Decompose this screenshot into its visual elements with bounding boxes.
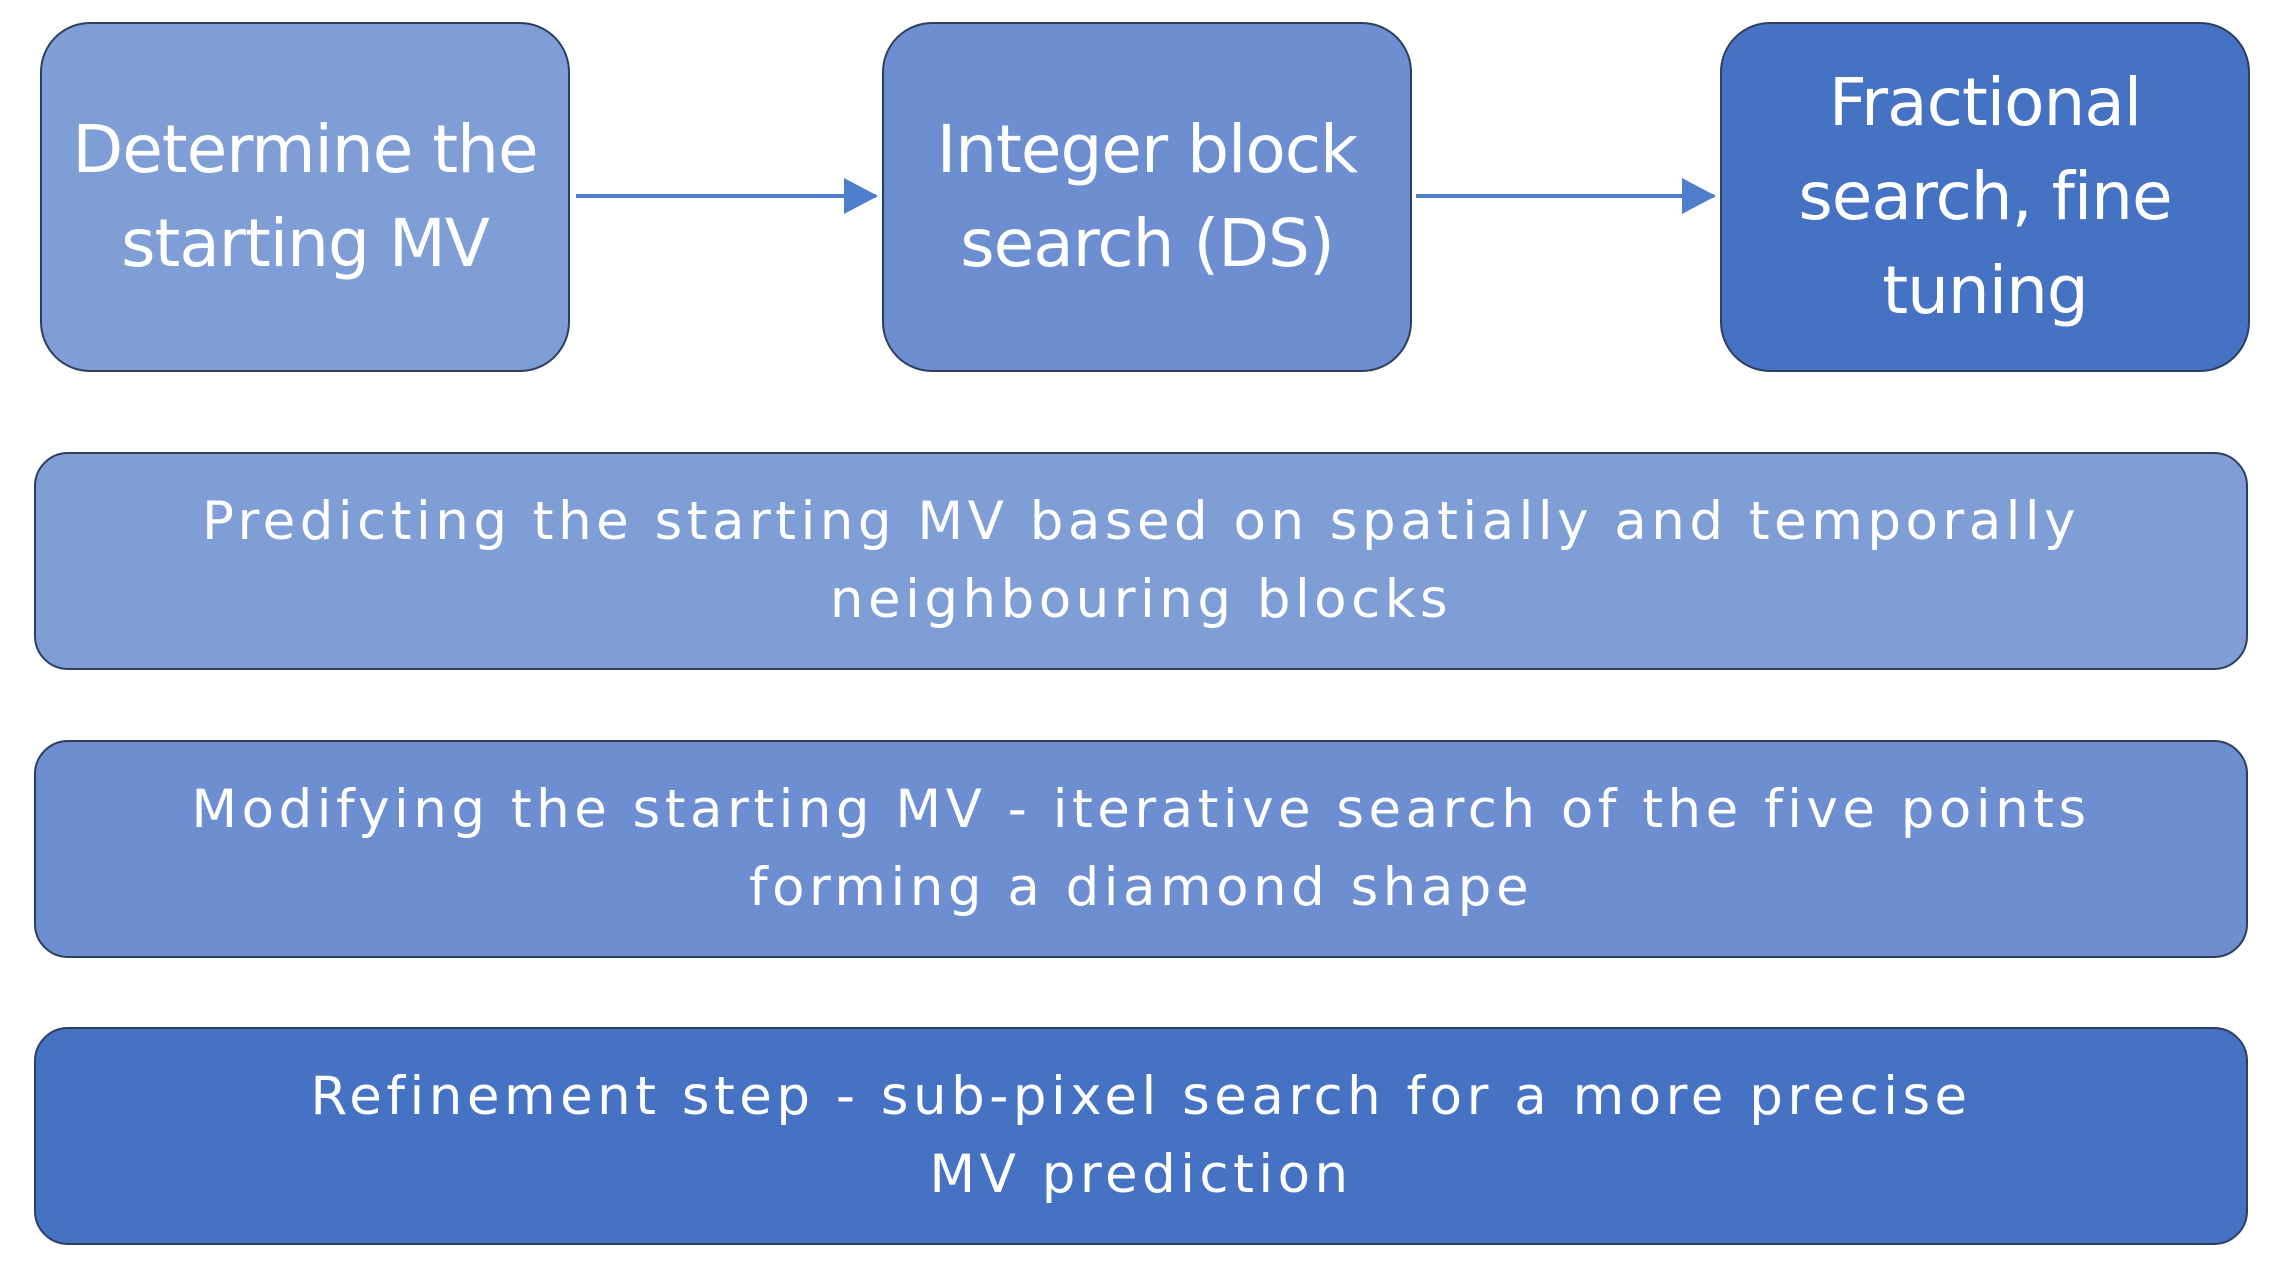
description-text: Predicting the starting MV based on spat… bbox=[202, 483, 2080, 639]
step-label-line: tuning bbox=[1882, 252, 2089, 329]
step-box-fractional-search: Fractional search, fine tuning bbox=[1720, 22, 2250, 372]
step-label-line: Determine the bbox=[72, 111, 538, 188]
flow-arrow bbox=[1416, 178, 1716, 214]
step-label-line: search (DS) bbox=[960, 205, 1334, 282]
description-line: MV prediction bbox=[929, 1144, 1353, 1205]
step-label: Integer block search (DS) bbox=[936, 103, 1359, 291]
description-line: forming a diamond shape bbox=[748, 857, 1534, 918]
description-box-predicting: Predicting the starting MV based on spat… bbox=[34, 452, 2248, 670]
step-label-line: Fractional bbox=[1828, 64, 2142, 141]
description-box-refinement: Refinement step - sub-pixel search for a… bbox=[34, 1027, 2248, 1245]
step-label: Fractional search, fine tuning bbox=[1798, 56, 2172, 338]
description-text: Refinement step - sub-pixel search for a… bbox=[310, 1058, 1971, 1214]
step-label-line: starting MV bbox=[121, 205, 490, 282]
description-line: neighbouring blocks bbox=[829, 569, 1453, 630]
step-box-determine-starting-mv: Determine the starting MV bbox=[40, 22, 570, 372]
arrow-head-icon bbox=[844, 178, 878, 214]
description-box-modifying: Modifying the starting MV - iterative se… bbox=[34, 740, 2248, 958]
description-line: Refinement step - sub-pixel search for a… bbox=[310, 1066, 1972, 1127]
step-label-line: Integer block bbox=[936, 111, 1359, 188]
step-label-line: search, fine bbox=[1798, 158, 2172, 235]
description-line: Modifying the starting MV - iterative se… bbox=[191, 779, 2091, 840]
step-box-integer-block-search: Integer block search (DS) bbox=[882, 22, 1412, 372]
flow-arrow bbox=[576, 178, 878, 214]
description-text: Modifying the starting MV - iterative se… bbox=[191, 771, 2090, 927]
description-line: Predicting the starting MV based on spat… bbox=[201, 491, 2081, 552]
step-label: Determine the starting MV bbox=[72, 103, 538, 291]
arrow-head-icon bbox=[1682, 178, 1716, 214]
